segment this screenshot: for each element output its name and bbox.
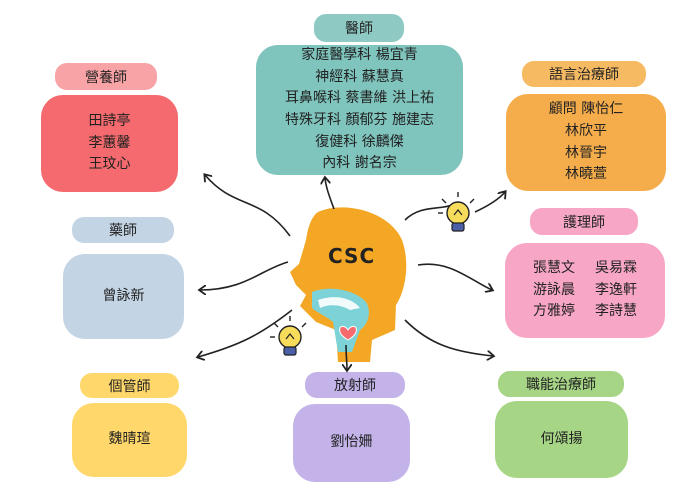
radiology-title: 放射師	[305, 372, 405, 398]
arrow-to-nutrition	[205, 175, 291, 237]
occupational-box: 何頌揚	[495, 401, 628, 478]
nursing-member: 方雅婷	[533, 303, 575, 320]
nursing-row: 張慧文 吳易霖	[533, 258, 637, 280]
doctor-member: 復健科 徐麟傑	[315, 133, 404, 150]
pharmacy-box: 曾詠新	[63, 254, 184, 339]
nursing-member: 李詩慧	[595, 303, 637, 320]
doctor-member: 神經科 蘇慧真	[315, 68, 404, 85]
nursing-member: 李逸軒	[595, 281, 637, 298]
lightbulb-icon	[270, 316, 307, 356]
pharmacy-member: 曾詠新	[102, 287, 145, 304]
speech-member: 林晉宇	[565, 144, 607, 161]
speech-member: 顧問 陳怡仁	[548, 101, 624, 118]
nursing-row: 游詠晨 李逸軒	[533, 280, 637, 302]
doctor-member: 耳鼻喉科 蔡書維 洪上祐	[285, 90, 434, 107]
doctors-box: 家庭醫學科 楊宜青 神經科 蘇慧真 耳鼻喉科 蔡書維 洪上祐 特殊牙科 顏郁芬 …	[256, 45, 463, 175]
radiology-member: 劉怡姍	[330, 434, 373, 451]
nursing-row: 方雅婷 李詩慧	[533, 301, 637, 323]
nutrition-title: 營養師	[55, 63, 157, 90]
nutrition-member: 王玟心	[88, 156, 131, 173]
case-manager-member: 魏晴瑄	[108, 431, 151, 448]
arrow-to-speech-2	[474, 192, 505, 213]
arrow-to-doctors	[325, 178, 335, 210]
arrow-to-pharmacy	[200, 261, 289, 290]
nursing-title: 護理師	[530, 208, 638, 235]
speech-member: 林欣平	[565, 122, 607, 139]
nutrition-member: 李蕙馨	[88, 134, 131, 151]
heart-icon	[339, 325, 357, 341]
radiology-box: 劉怡姍	[293, 404, 410, 482]
speech-box: 顧問 陳怡仁 林欣平 林晉宇 林曉萱	[506, 94, 666, 191]
doctor-member: 特殊牙科 顏郁芬 施建志	[285, 112, 434, 128]
nursing-box: 張慧文 吳易霖 游詠晨 李逸軒 方雅婷 李詩慧	[505, 243, 665, 338]
nutrition-box: 田詩亭 李蕙馨 王玟心	[41, 95, 178, 192]
occupational-title: 職能治療師	[498, 371, 624, 397]
doctor-member: 內科 謝名宗	[322, 155, 397, 172]
arrow-to-case-manager	[198, 309, 293, 357]
case-manager-box: 魏晴瑄	[72, 403, 187, 477]
doctor-member: 家庭醫學科 楊宜青	[301, 46, 418, 63]
nursing-member: 游詠晨	[533, 281, 575, 298]
nursing-member: 張慧文	[533, 259, 575, 276]
center-label: CSC	[328, 244, 376, 268]
speech-member: 林曉萱	[565, 166, 607, 183]
arrow-to-radiology	[346, 344, 347, 370]
nutrition-member: 田詩亭	[88, 112, 131, 129]
case-manager-title: 個管師	[80, 373, 179, 398]
occupational-member: 何頌揚	[540, 430, 583, 447]
head-silhouette	[290, 207, 407, 362]
nursing-member: 吳易霖	[595, 259, 637, 276]
pharmacy-title: 藥師	[72, 217, 174, 243]
arrow-to-nursing	[417, 263, 492, 290]
throat-inner	[318, 297, 360, 310]
lightbulb-icon	[438, 192, 475, 232]
arrow-to-occupational	[404, 319, 493, 356]
speech-title: 語言治療師	[522, 61, 646, 87]
doctors-title: 醫師	[314, 14, 404, 42]
arrow-to-speech	[404, 204, 453, 221]
